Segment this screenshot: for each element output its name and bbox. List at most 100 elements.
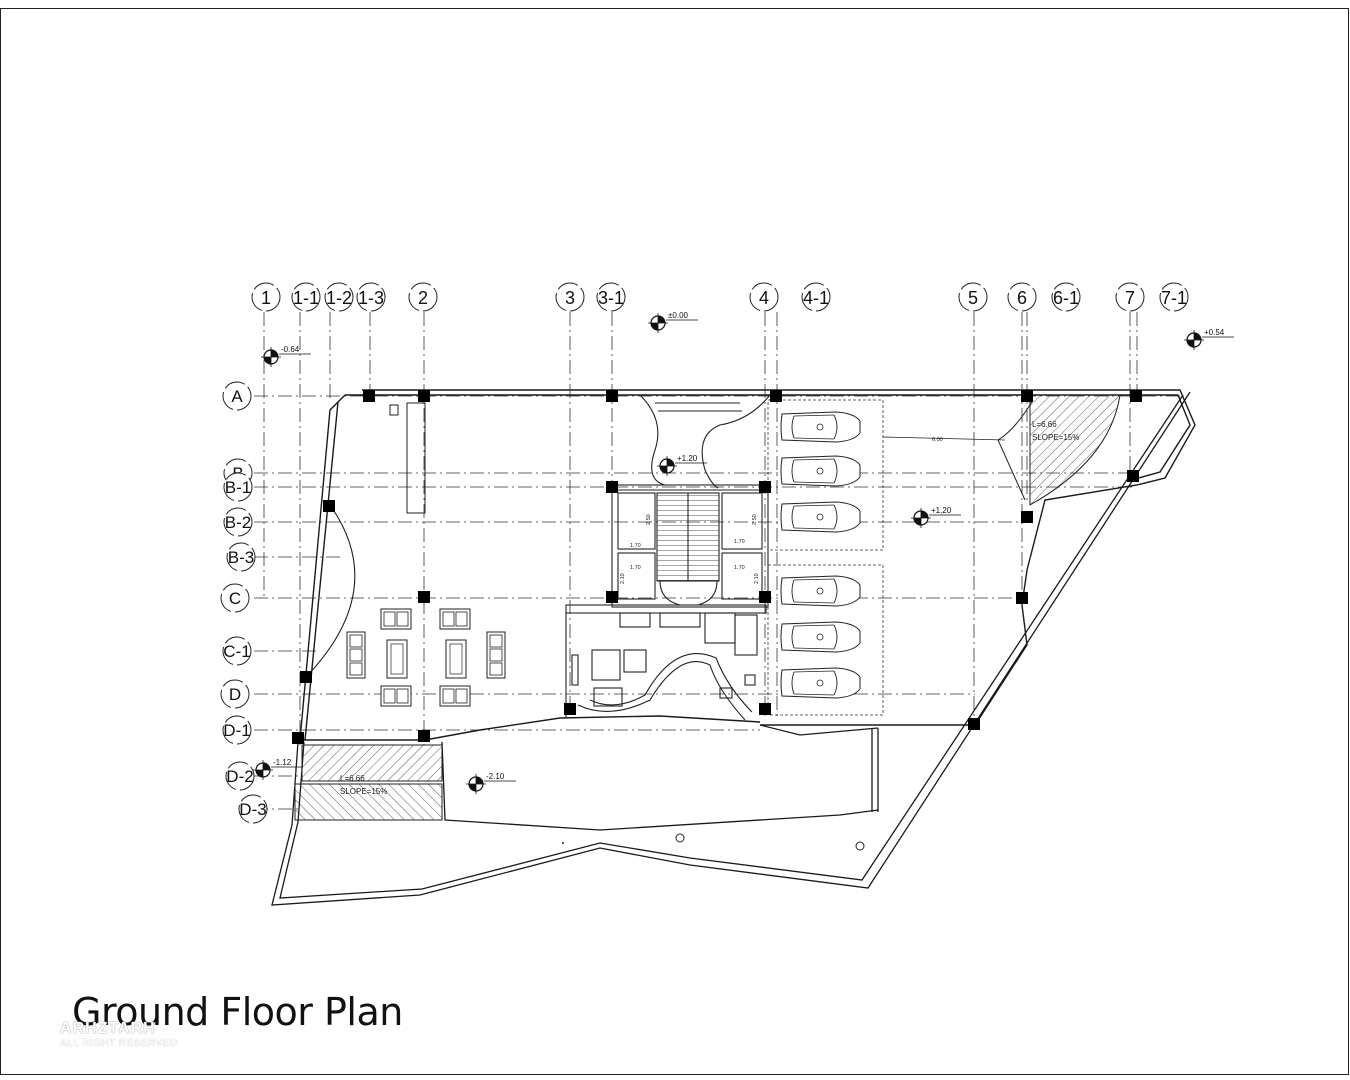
grid-bubble-column [555, 282, 585, 312]
grid-bubble-row [220, 679, 250, 709]
apartment-unit [565, 604, 767, 721]
room-dim: 1.70 [734, 565, 745, 571]
grid-bubble-column [596, 282, 626, 312]
upper-ramp-slope: SLOPE=15% [1032, 433, 1079, 442]
grid-label-column: 1-2 [326, 288, 352, 308]
room-dim: 1.70 [630, 543, 641, 549]
grid-bubble-row [222, 715, 252, 745]
room-dim: 2.50 [646, 514, 652, 525]
level-marker-icon: -0.64 [261, 345, 311, 367]
level-markers: ±0.00 -0.64 +0.54 +1.20 +1.20 -2.10 -1.12 [253, 311, 1234, 794]
grid-label-row: A [231, 387, 243, 406]
grid-lines [254, 312, 1180, 810]
column-marker [606, 591, 618, 603]
building-outline [299, 389, 1196, 741]
column-marker [759, 703, 771, 715]
room-dim: 1.70 [734, 539, 745, 545]
sofa-icon [486, 631, 506, 679]
sofa-icon [346, 631, 366, 679]
grid-label-row: C-1 [223, 642, 250, 661]
column-marker [1130, 390, 1142, 402]
grid-bubble-column [291, 282, 321, 312]
grid-bubble-row [223, 507, 253, 537]
sofa-icon [380, 685, 412, 707]
level-marker-icon: -2.10 [466, 772, 516, 794]
grid-bubble-column [1115, 282, 1145, 312]
counter-icon [406, 402, 426, 514]
upper-ramp [997, 394, 1121, 506]
level-marker-icon: +1.20 [911, 506, 961, 528]
drawing-title: Ground Floor Plan [72, 990, 403, 1034]
grid-bubble-row [222, 636, 252, 666]
grid-bubble-column [356, 282, 386, 312]
level-value: +1.20 [677, 454, 698, 463]
upper-ramp-length: L=6.66 [1032, 420, 1057, 429]
structural-columns [292, 390, 1142, 744]
sofa-icon [439, 608, 471, 630]
car-icon [780, 501, 861, 533]
column-marker [606, 481, 618, 493]
grid-label-column: 2 [418, 288, 428, 308]
grid-label-row: C [229, 589, 241, 608]
column-marker [1016, 592, 1028, 604]
column-marker [363, 390, 375, 402]
site-boundary [271, 391, 1191, 906]
grid-label-column: 1 [261, 288, 271, 308]
entrance-arc [304, 504, 356, 679]
sofa-icon [439, 685, 471, 707]
lower-ramp-length: L=6.66 [340, 774, 365, 783]
coffee-table-icon [386, 639, 408, 679]
grid-bubble-column [1159, 282, 1189, 312]
column-marker [1021, 390, 1033, 402]
grid-label-column: 4-1 [803, 288, 829, 308]
grid-bubble-row [222, 381, 252, 411]
grid-bubble-row [225, 761, 255, 791]
column-marker [1127, 470, 1139, 482]
grid-label-column: 3 [565, 288, 575, 308]
grid-label-column: 1-1 [293, 288, 319, 308]
grid-label-row: B-3 [228, 548, 254, 567]
grid-bubble-row [226, 542, 256, 572]
column-marker [759, 481, 771, 493]
grid-label-row: D-1 [223, 721, 250, 740]
column-marker [1021, 511, 1033, 523]
grid-bubble-column [408, 282, 438, 312]
grid-label-row: D [229, 685, 241, 704]
grid-label-column: 7 [1125, 288, 1135, 308]
grid-bubble-column [251, 282, 281, 312]
level-marker-icon: -1.12 [253, 758, 303, 780]
grid-bubble-row [220, 583, 250, 613]
column-marker [418, 591, 430, 603]
room-dim: 2.10 [754, 573, 760, 584]
courtyard [639, 394, 771, 489]
column-marker [564, 703, 576, 715]
car-icon [780, 575, 861, 607]
coffee-table-icon [445, 639, 467, 679]
level-value: +0.54 [1204, 328, 1225, 337]
level-marker-icon: ±0.00 [648, 311, 698, 333]
grid-label-column: 6-1 [1053, 288, 1079, 308]
lower-ramp-slope: SLOPE=15% [340, 787, 387, 796]
parking-width-dim: 6.00 [932, 437, 943, 443]
column-marker [418, 730, 430, 742]
stair-core [611, 484, 769, 608]
grid-label-column: 3-1 [598, 288, 624, 308]
parking-area [767, 399, 1006, 716]
column-marker [300, 671, 312, 683]
grid-bubble-column [1051, 282, 1081, 312]
lower-ramp [294, 744, 443, 821]
grid-bubbles: 11-11-21-3233-144-1566-177-1ABB-1B-2B-3C… [220, 282, 1189, 824]
grid-bubble-row [238, 794, 268, 824]
grid-label-row: D-3 [239, 800, 266, 819]
room-dim: 2.50 [752, 514, 758, 525]
lobby-furniture [346, 402, 506, 707]
room-dim: 1.70 [630, 565, 641, 571]
grid-bubble-column [324, 282, 354, 312]
car-icon [780, 667, 861, 699]
car-icon [780, 621, 861, 653]
level-value: +1.20 [931, 506, 952, 515]
grid-label-column: 6 [1017, 288, 1027, 308]
level-value: -1.12 [273, 758, 292, 767]
level-marker-icon: +1.20 [657, 454, 707, 476]
